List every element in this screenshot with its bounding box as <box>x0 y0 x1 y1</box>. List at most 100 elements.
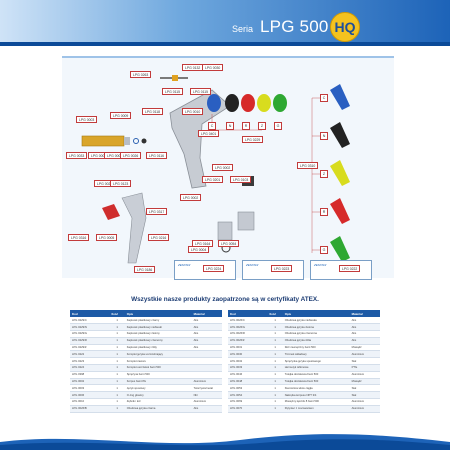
part-label: LPG 0116 <box>146 152 168 159</box>
material-cell: Stal <box>349 384 380 393</box>
part-code-cell: LPG 0398 <box>70 371 110 379</box>
description-cell: Obudowa języka żółta <box>282 337 350 345</box>
part-code-cell: LPG 0070 <box>228 405 268 413</box>
part-label: LPG 0030 <box>202 64 224 71</box>
description-cell: Komplet języka uszczelniający <box>124 350 192 359</box>
description-cell: Tulejka dociskowa bwnt 500 <box>282 378 350 386</box>
description-cell: Obudowa języka czarna <box>124 405 192 413</box>
description-cell: Obudowa języka niebieska <box>282 317 350 325</box>
part-label: LPG 0123 <box>110 180 132 187</box>
part-label: LPG 0229 <box>242 136 264 143</box>
pistol-body <box>169 89 231 189</box>
description-cell: Mosiężny łącznik 8 bwnt 500 <box>282 398 350 406</box>
part-label: LPG 0103 <box>230 176 252 183</box>
cap-green <box>273 94 287 112</box>
part-label: LPG 0002 <box>180 194 202 201</box>
description-cell: Nakrętka korpusu NPT 3/4 <box>282 391 350 400</box>
part-label: LPG 0317 <box>146 208 168 215</box>
spout-nut <box>124 137 130 145</box>
quantity-cell: 1 <box>267 330 283 338</box>
quantity-cell: 1 <box>109 371 125 379</box>
material-cell: Tworzywo/metal <box>191 384 222 393</box>
color-code-box: Z <box>320 170 328 178</box>
oring-1 <box>133 138 139 144</box>
quantity-cell: 1 <box>109 364 125 372</box>
part-code-cell: LPG 0010 <box>70 398 110 406</box>
column-header: Kod <box>228 310 268 317</box>
quantity-cell: 1 <box>267 405 283 413</box>
red-lever <box>102 204 120 220</box>
quantity-cell: 1 <box>267 378 283 386</box>
material-cell: Aluminium <box>349 371 380 379</box>
quantity-cell: 1 <box>267 323 283 332</box>
part-code-cell: LPG 0026/C <box>228 317 268 325</box>
part-label: LPG 0115 <box>162 88 184 95</box>
connector-1 <box>237 211 255 231</box>
cap-red <box>241 94 255 112</box>
cover-green <box>330 236 350 262</box>
variant-kit-box: ZESTAW LPG 0224 <box>174 260 236 280</box>
part-code-cell: LPG 0048 <box>228 378 268 386</box>
description-cell: Sprężyna bwnt 500 <box>124 371 192 379</box>
description-cell: Kapturek plastikowy czerwony <box>124 337 192 345</box>
description-cell: Rolr zewnętrzny bwnt 500 <box>282 344 350 352</box>
part-label: LPG 0115 <box>190 88 212 95</box>
series-name: LPG 500 <box>260 17 329 36</box>
part-code-cell: LPG 0026/R <box>228 330 268 338</box>
quantity-cell: 1 <box>109 337 125 345</box>
material-cell <box>191 371 222 379</box>
hq-badge: HQ <box>330 12 360 42</box>
material-cell <box>191 357 222 366</box>
description-cell: Kapturek plastikowy niebieski <box>124 323 192 332</box>
connector-2 <box>217 221 233 241</box>
description-cell: Obudowa języka czerwona <box>282 330 350 338</box>
quantity-cell: 1 <box>267 371 283 379</box>
part-label: LPG 0054 <box>218 240 240 247</box>
quantity-cell: 1 <box>267 350 283 359</box>
variant-kit-box: ZESTAW LPG 0223 <box>242 260 304 280</box>
cap-yellow <box>257 94 271 112</box>
certificate-statement: Wszystkie nasze produkty zaopatrzone są … <box>131 296 319 303</box>
part-code-cell: LPG 0003 <box>70 384 110 393</box>
part-label: LPG 0186 <box>134 266 156 273</box>
material-cell: Aluminium <box>191 398 222 406</box>
material-cell: Mosiądz <box>349 344 380 352</box>
color-code-box: N <box>320 132 328 140</box>
description-cell: Sprężynka języka spustowego <box>282 357 350 366</box>
part-code-cell: LPG 0053 <box>228 384 268 393</box>
column-header: Materiał <box>191 310 222 317</box>
part-code-cell: LPG 0229/Z <box>70 344 110 352</box>
series-prefix: Seria <box>232 24 254 34</box>
material-cell: Aluminium <box>349 350 380 359</box>
brass-spout <box>81 135 125 147</box>
quantity-cell: 1 <box>109 378 125 386</box>
quantity-cell: 1 <box>109 398 125 406</box>
column-header: Opis <box>124 310 192 317</box>
cover-yellow <box>330 160 350 186</box>
part-code-cell: LPG 0002 <box>70 378 110 386</box>
cover-blue <box>330 84 350 110</box>
part-code-cell: LPG 0069 <box>228 398 268 406</box>
quantity-cell: 1 <box>109 350 125 359</box>
quantity-cell: 1 <box>109 357 125 366</box>
description-cell: Tulejka dociskowa bwnt 500 <box>282 371 350 379</box>
description-cell: Obudowa języka zielona <box>282 323 350 332</box>
quantity-cell: 1 <box>109 384 125 393</box>
part-label: LPG 0002 <box>212 164 234 171</box>
header-banner <box>0 0 450 42</box>
